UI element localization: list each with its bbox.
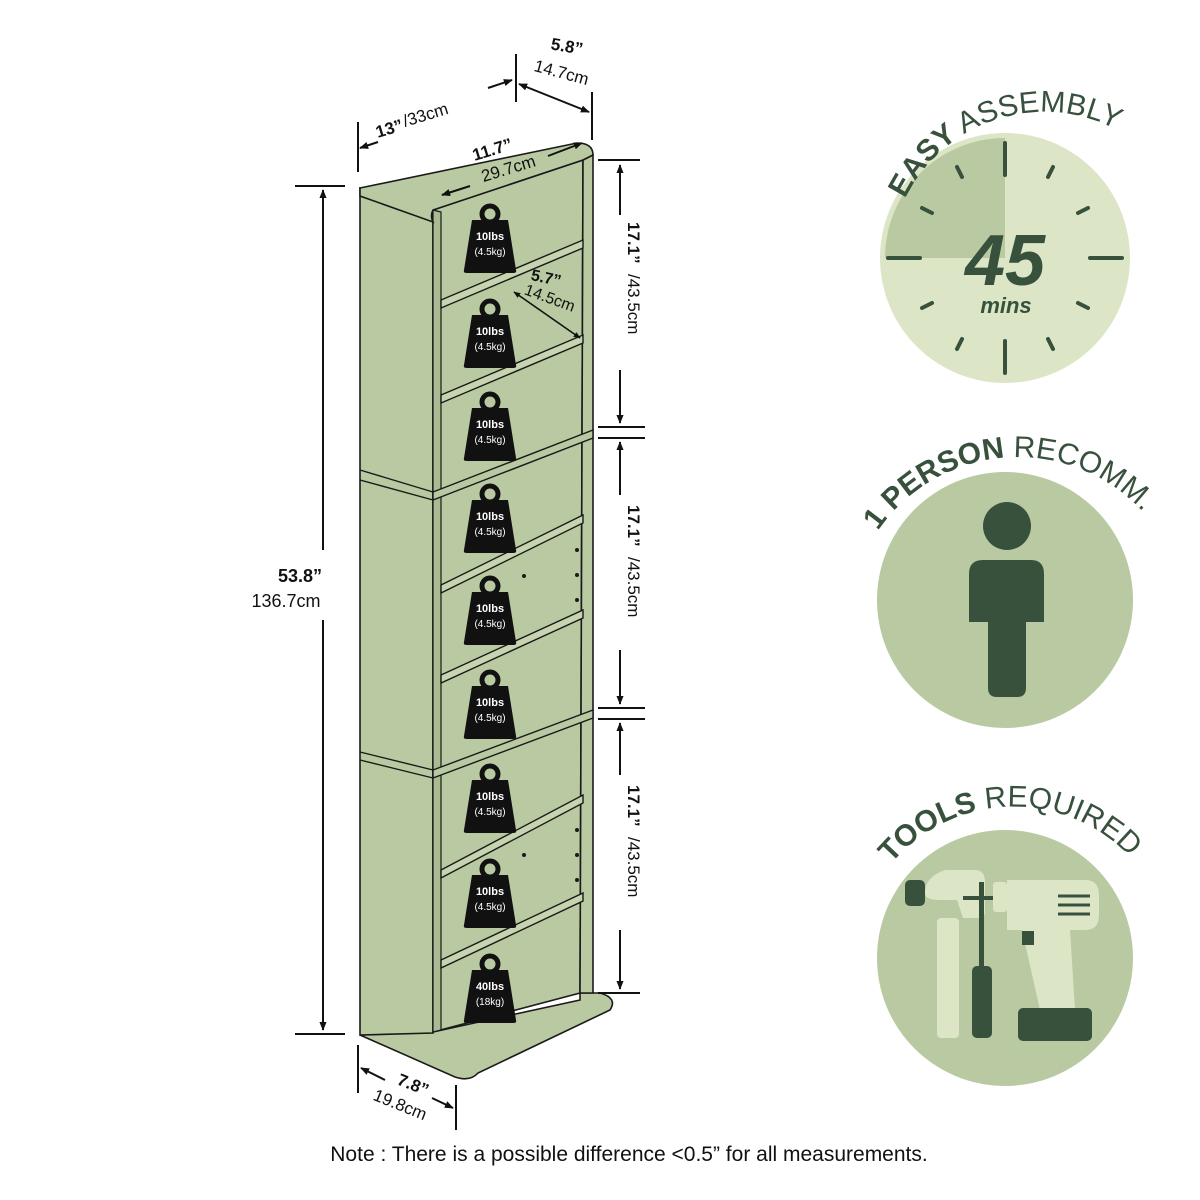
section-3-cm: /43.5cm xyxy=(624,837,643,897)
weight-marker: 10lbs (4.5kg) xyxy=(463,669,517,739)
weight-icon xyxy=(463,875,517,928)
weight-marker: 10lbs (4.5kg) xyxy=(463,575,517,645)
depth-top-in: 5.8” xyxy=(549,34,584,58)
bookcase-side-panel xyxy=(359,186,434,1036)
weight-icon xyxy=(463,315,517,368)
clock-elapsed-sector xyxy=(885,138,1005,258)
bookcase-shelves xyxy=(440,238,584,970)
bookcase-right-edge xyxy=(579,153,594,994)
depth-top-cm: 14.7cm xyxy=(532,56,591,89)
weight-marker: 10lbs (4.5kg) xyxy=(463,858,517,928)
section-2-cm: /43.5cm xyxy=(624,557,643,617)
height-cm: 136.7cm xyxy=(251,591,320,611)
weight-lbs: 40lbs xyxy=(476,981,504,993)
weight-lbs: 10lbs xyxy=(476,326,504,338)
weight-marker: 10lbs (4.5kg) xyxy=(463,483,517,553)
weight-marker: 40lbs (18kg) xyxy=(463,953,517,1023)
assembly-unit: mins xyxy=(980,293,1031,318)
one-person-badge: 1 PERSON RECOMM. xyxy=(857,431,1162,728)
section-1-cm: /43.5cm xyxy=(624,274,643,334)
shelf-weight-markers: 10lbs(4.5kg)10lbs(4.5kg)10lbs(4.5kg)10lb… xyxy=(463,203,517,1023)
tools-required-badge: TOOLS REQUIRED xyxy=(872,781,1148,1086)
weight-icon xyxy=(463,686,517,739)
weight-kg: (4.5kg) xyxy=(474,342,505,353)
weight-icon xyxy=(463,780,517,833)
weight-marker: 10lbs (4.5kg) xyxy=(463,203,517,273)
width-top-in: 13” xyxy=(373,116,405,142)
weight-lbs: 10lbs xyxy=(476,603,504,615)
weight-kg: (4.5kg) xyxy=(474,619,505,630)
hammer-icon xyxy=(905,870,985,1038)
bookcase xyxy=(359,142,614,1080)
weight-kg: (4.5kg) xyxy=(474,902,505,913)
weight-lbs: 10lbs xyxy=(476,419,504,431)
weight-icon xyxy=(463,500,517,553)
weight-kg: (4.5kg) xyxy=(474,807,505,818)
weight-kg: (4.5kg) xyxy=(474,527,505,538)
weight-lbs: 10lbs xyxy=(476,231,504,243)
weight-lbs: 10lbs xyxy=(476,697,504,709)
weight-lbs: 10lbs xyxy=(476,886,504,898)
drill-icon xyxy=(963,880,1099,1041)
section-1-in: 17.1” xyxy=(624,222,643,264)
weight-marker: 10lbs (4.5kg) xyxy=(463,391,517,461)
weight-kg: (4.5kg) xyxy=(474,435,505,446)
weight-icon xyxy=(463,408,517,461)
width-top-cm: /33cm xyxy=(401,99,451,131)
inner-depth-in: 5.7” xyxy=(529,267,562,290)
weight-marker: 10lbs (4.5kg) xyxy=(463,298,517,368)
weight-icon xyxy=(463,970,517,1023)
weight-lbs: 10lbs xyxy=(476,791,504,803)
assembly-minutes: 45 xyxy=(963,221,1046,301)
screwdriver-icon xyxy=(972,882,992,1038)
easy-assembly-badge: 45 mins EASY ASSEMBLY xyxy=(880,85,1130,383)
person-icon xyxy=(969,502,1044,697)
section-2-in: 17.1” xyxy=(624,505,643,547)
weight-kg: (18kg) xyxy=(476,997,504,1008)
weight-icon xyxy=(463,592,517,645)
section-3-in: 17.1” xyxy=(624,785,643,827)
weight-marker: 10lbs (4.5kg) xyxy=(463,763,517,833)
dimension-lines xyxy=(295,54,645,1130)
weight-lbs: 10lbs xyxy=(476,511,504,523)
height-in: 53.8” xyxy=(278,566,322,586)
weight-kg: (4.5kg) xyxy=(474,247,505,258)
weight-icon xyxy=(463,220,517,273)
clock-icon xyxy=(886,141,1124,375)
bookcase-top xyxy=(359,142,594,224)
weight-kg: (4.5kg) xyxy=(474,713,505,724)
measurement-note: Note : There is a possible difference <0… xyxy=(330,1143,928,1166)
